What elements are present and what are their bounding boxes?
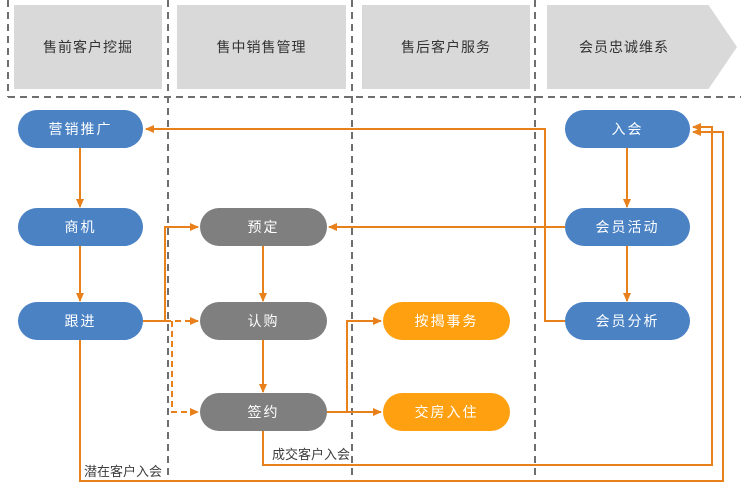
node-member-analysis: 会员分析	[565, 302, 690, 340]
phase-label: 售中销售管理	[216, 39, 307, 55]
phase-aftersale: 售后客户服务	[362, 5, 530, 89]
note-potential-customer-join: 潜在客户入会	[84, 464, 163, 479]
node-reserve: 预定	[200, 208, 327, 246]
phase-label: 售后客户服务	[401, 39, 491, 55]
note-deal-customer-join: 成交客户入会	[272, 447, 351, 462]
phase-label: 售前客户挖掘	[43, 39, 133, 55]
edge-follow-up-to-sign-dashed	[171, 321, 199, 416]
node-subscribe: 认购	[200, 302, 327, 340]
node-marketing: 营销推广	[18, 110, 143, 148]
node-sign-contract: 签约	[200, 393, 327, 431]
node-move-in: 交房入住	[383, 393, 510, 431]
node-join-member: 入会	[565, 110, 690, 148]
node-follow-up: 跟进	[18, 302, 143, 340]
phase-label: 会员忠诚维系	[579, 39, 669, 55]
edge-sign-to-mortgage	[346, 317, 382, 412]
edge-follow-up-to-reserve	[143, 223, 199, 322]
phase-loyalty-arrow: 会员忠诚维系	[547, 5, 737, 89]
node-mortgage: 按揭事务	[383, 302, 510, 340]
phase-insale: 售中销售管理	[177, 5, 346, 89]
node-member-activity: 会员活动	[565, 208, 690, 246]
node-opportunity: 商机	[18, 208, 143, 246]
phase-presale: 售前客户挖掘	[14, 5, 162, 89]
